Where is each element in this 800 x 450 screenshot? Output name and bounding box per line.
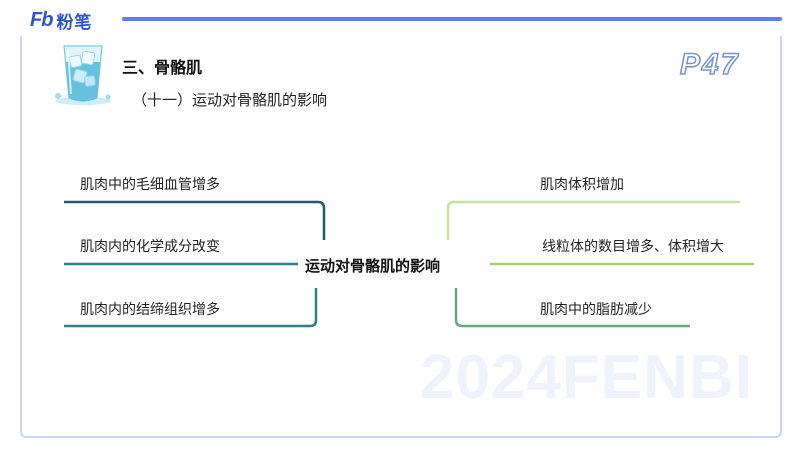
branch-left-capillaries: 肌肉中的毛细血管增多 <box>80 177 220 193</box>
slide-subtitle: （十一）运动对骨骼肌的影响 <box>132 91 328 109</box>
slide-frame <box>20 36 782 438</box>
watermark: 2024FENBI <box>420 343 753 412</box>
branch-right-fat: 肌肉中的脂肪减少 <box>540 302 652 318</box>
page-number: P47 <box>679 47 740 82</box>
brand-name: 粉笔 <box>56 12 93 33</box>
connector-left-1 <box>64 200 326 240</box>
branch-left-chemical: 肌肉内的化学成分改变 <box>80 239 220 255</box>
mindmap-center-topic: 运动对骨骼肌的影响 <box>305 257 441 275</box>
section-title: 三、骨骼肌 <box>122 58 203 77</box>
ice-water-glass-icon <box>55 45 111 105</box>
branch-right-mitochondria: 线粒体的数目增多、体积增大 <box>542 239 724 255</box>
header-rule <box>122 17 782 21</box>
branch-right-volume: 肌肉体积增加 <box>540 177 624 193</box>
branch-left-connective: 肌肉内的结缔组织增多 <box>80 302 220 318</box>
brand-mark: Fb <box>30 8 53 31</box>
connector-right-1 <box>446 200 740 240</box>
connector-left-3 <box>64 288 318 328</box>
connector-right-3 <box>454 288 690 328</box>
brand-logo: Fb 粉笔 <box>30 8 93 33</box>
